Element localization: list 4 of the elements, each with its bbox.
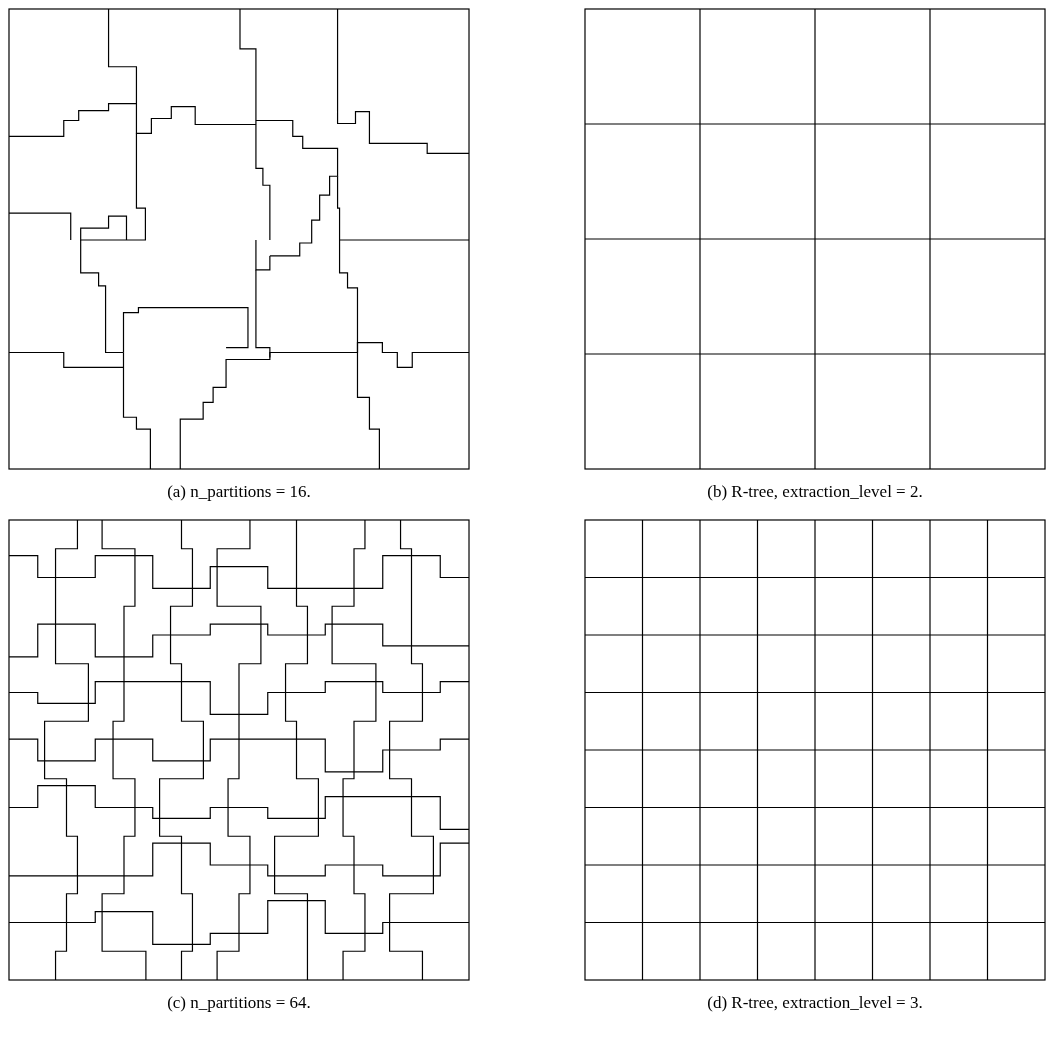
figure-caption: (d) R-tree, extraction_level = 3. bbox=[706, 993, 924, 1013]
figure-caption: (c) n_partitions = 64. bbox=[166, 993, 312, 1013]
figure-caption: (a) n_partitions = 16. bbox=[166, 482, 312, 502]
figure-caption: (b) R-tree, extraction_level = 2. bbox=[706, 482, 924, 502]
